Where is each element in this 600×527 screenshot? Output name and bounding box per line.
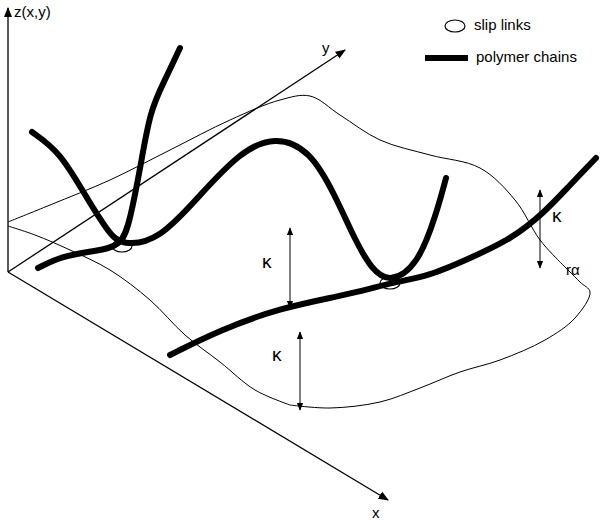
z-axis (7, 8, 8, 272)
polymer-chain (170, 158, 596, 355)
slip-links (112, 240, 400, 289)
axis-label: z(x,y) (14, 4, 51, 21)
legend-text: polymer chains (476, 49, 577, 66)
slip-link-sample (445, 20, 465, 32)
axis-label: y (322, 40, 330, 57)
slip-link (112, 240, 132, 252)
legend-samples (425, 20, 468, 58)
kappa-arrows (290, 190, 540, 410)
kappa-label: κ (262, 252, 272, 273)
position-label: rα (566, 262, 580, 279)
polymer-chain (32, 132, 446, 278)
polymer-chain-sample (425, 55, 468, 61)
slip-link (380, 277, 400, 289)
surface-edge (290, 262, 590, 408)
kappa-arrow (300, 332, 301, 410)
kappa-label: κ (552, 206, 562, 227)
kappa-label: κ (272, 345, 282, 366)
x-axis (8, 272, 388, 500)
kappa-arrow (290, 228, 291, 308)
surface-edge (8, 95, 560, 262)
polymer-chains (32, 48, 596, 355)
axes (8, 8, 388, 500)
legend-text: slip links (474, 17, 531, 34)
y-axis (8, 50, 345, 272)
surface-edge (8, 226, 290, 405)
kappa-arrow (540, 190, 541, 268)
axis-label: x (372, 505, 380, 522)
